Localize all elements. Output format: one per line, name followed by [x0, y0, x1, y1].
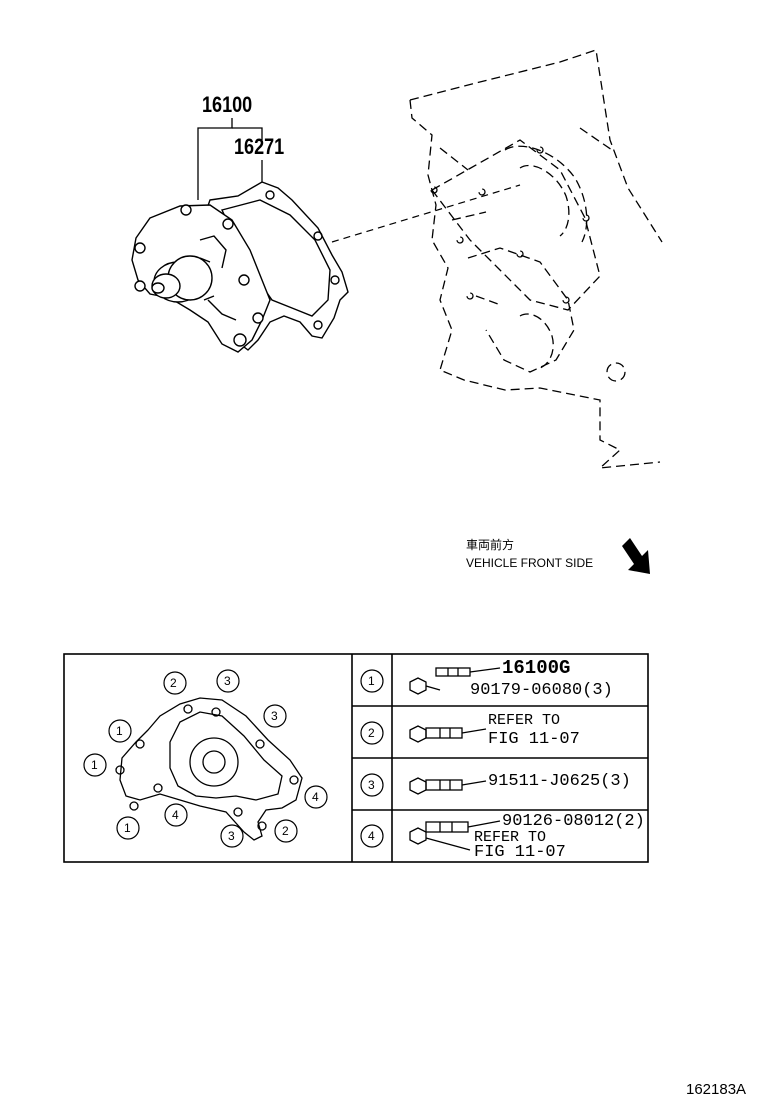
refer-fig-link-row2[interactable]: FIG 11-07: [488, 730, 580, 749]
part-number-16100g[interactable]: 16100G: [502, 657, 571, 679]
key-label: 3: [271, 709, 278, 723]
callout-leaders: [197, 118, 263, 200]
row-number-2: 2: [368, 726, 375, 740]
callout-gasket[interactable]: 16271: [234, 134, 285, 159]
refer-fig-link-row4[interactable]: FIG 11-07: [474, 843, 566, 862]
vehicle-front-label-japanese: 車両前方: [466, 538, 515, 552]
front-direction-arrow-icon: [622, 538, 650, 574]
key-label: 3: [224, 674, 231, 688]
key-label: 3: [228, 829, 235, 843]
key-label: 2: [170, 676, 177, 690]
bolt-position-key-diagram: [115, 697, 303, 841]
key-label: 4: [312, 790, 319, 804]
row-number-3: 3: [368, 778, 375, 792]
figure-id: 162183A: [686, 1081, 747, 1098]
part-number-90126[interactable]: 90126-08012(2): [502, 812, 645, 831]
key-label: 4: [172, 808, 179, 822]
key-label: 1: [116, 724, 123, 738]
bolt-table-frame: [63, 653, 649, 863]
part-number-91511[interactable]: 91511-J0625(3): [488, 772, 631, 791]
key-label: 1: [124, 821, 131, 835]
vehicle-front-label: VEHICLE FRONT SIDE: [466, 556, 594, 570]
alignment-line: [331, 184, 521, 243]
bolt-drawings: [409, 667, 501, 851]
refer-to-label-row2: REFER TO: [488, 712, 561, 729]
part-number-90179[interactable]: 90179-06080(3): [470, 681, 613, 700]
engine-block: [409, 49, 663, 469]
refer-to-label-row4: REFER TO: [474, 829, 547, 846]
key-label: 1: [91, 758, 98, 772]
water-pump-body: [131, 204, 271, 353]
row-number-1: 1: [368, 674, 375, 688]
row-number-4: 4: [368, 829, 375, 843]
key-label: 2: [282, 824, 289, 838]
callout-water-pump[interactable]: 16100: [202, 92, 253, 117]
